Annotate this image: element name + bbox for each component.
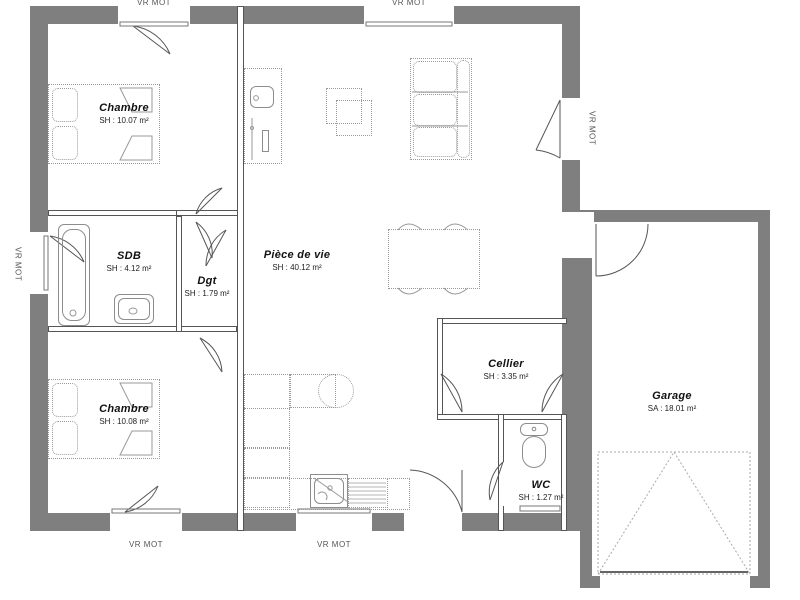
partition-sdb-chambre2 <box>48 326 237 332</box>
garage-wall-right <box>758 210 770 588</box>
room-label-cellier: Cellier SH : 3.35 m² <box>484 358 529 382</box>
garage-pedestrian-door-gap <box>578 212 594 258</box>
door-leaf-dgt-chambre2 <box>199 337 223 373</box>
room-name: WC <box>531 479 551 491</box>
partition-dgt-top <box>176 210 238 216</box>
room-name: Pièce de vie <box>263 249 331 261</box>
toilet-cistern <box>520 423 548 436</box>
sofa <box>410 58 472 160</box>
room-label-dgt: Dgt SH : 1.79 m² <box>185 275 230 299</box>
sofa-armrest <box>457 60 470 158</box>
room-name: Cellier <box>488 358 524 370</box>
sofa-seat-1 <box>413 61 457 93</box>
wc-door-gap <box>500 462 506 506</box>
room-name: Garage <box>652 390 692 402</box>
room-area: SH : 4.12 m² <box>106 264 152 273</box>
washbasin <box>114 294 154 324</box>
door-gap-right-cellier <box>560 212 582 258</box>
bed-chambre2-pillow-top <box>52 383 78 417</box>
bathtub-inner <box>62 229 86 321</box>
door-swing-living-right-a <box>535 99 561 151</box>
exterior-wall-top <box>30 6 580 24</box>
garage-door-gap-bottom <box>600 574 750 590</box>
door-leaf-cellier-left <box>440 373 463 413</box>
partition-wc-right <box>561 414 567 531</box>
room-name: Dgt <box>197 275 217 287</box>
door-leaf-chambre2 <box>124 485 159 513</box>
garage-door-panel <box>597 451 751 575</box>
washbasin-inner <box>118 298 150 320</box>
window-sash-wc <box>519 505 561 512</box>
room-area: SH : 3.35 m² <box>483 372 529 381</box>
kitchen-counter-round-end <box>318 374 354 408</box>
garage-wall-top <box>580 210 770 222</box>
bed-chambre2 <box>48 379 160 459</box>
room-area: SH : 1.27 m² <box>518 493 564 502</box>
partition-spine-vertical <box>237 6 244 531</box>
cooktop <box>348 478 388 508</box>
bathtub-outer <box>58 224 90 326</box>
sofa-seat-3 <box>413 127 457 157</box>
partition-cellier-left <box>437 318 443 420</box>
room-label-garage: Garage SA : 18.01 m² <box>648 390 696 414</box>
door-gap-right-living <box>560 98 582 160</box>
partition-cellier-top <box>437 318 567 324</box>
partition-sdb-dgt <box>176 216 182 332</box>
door-leaf-dgt-piece <box>205 229 227 267</box>
door-swing-chambre2 <box>124 485 159 513</box>
window-gap-bottom-mid <box>296 511 372 533</box>
tall-unit-slot <box>262 130 269 152</box>
dining-table <box>388 229 480 289</box>
door-swing-dgt-piece <box>205 229 227 267</box>
window-gap-left <box>28 232 50 294</box>
sofa-seat-2 <box>413 94 457 126</box>
vr-mot-tag-bottom-left: VR MOT <box>110 534 182 554</box>
door-leaf-cellier-right <box>541 373 564 413</box>
window-gap-bottom-left <box>110 511 182 533</box>
room-area: SH : 40.12 m² <box>272 263 322 272</box>
door-swing-living-right-b <box>535 149 561 159</box>
bed-chambre1 <box>48 84 160 164</box>
refrigerator <box>250 86 274 108</box>
door-swing-cellier-right <box>541 373 564 413</box>
bed-chambre1-pillow-top <box>52 88 78 122</box>
door-leaf-chambre1 <box>132 25 171 55</box>
door-swing-garage-ped <box>595 223 649 277</box>
kitchen-sink <box>310 474 348 508</box>
room-label-sdb: SDB SH : 4.12 m² <box>107 250 152 274</box>
kitchen-counter-shelf-1 <box>244 408 290 448</box>
coffee-table-back <box>326 88 362 124</box>
vr-mot-tag-right: VR MOT <box>582 100 602 156</box>
room-label-wc: WC SH : 1.27 m² <box>519 479 564 503</box>
kitchen-counter-shelf-2 <box>244 448 290 478</box>
room-area: SH : 1.79 m² <box>184 289 230 298</box>
vr-mot-tag-top-right: VR MOT <box>364 0 454 12</box>
door-swing-sdb <box>195 221 213 259</box>
vr-mot-tag-bottom-mid: VR MOT <box>294 534 374 554</box>
garage-door-symbol <box>597 451 751 575</box>
tall-unit-column <box>244 68 282 164</box>
bed-chambre2-pillow-bottom <box>52 421 78 455</box>
garage-wall-left <box>580 210 592 588</box>
door-leaf-sdb <box>195 221 213 259</box>
kitchen-sink-bowl <box>314 478 344 504</box>
vr-mot-tag-left: VR MOT <box>8 236 28 292</box>
door-swing-dgt-chambre2 <box>199 337 223 373</box>
door-gap-bottom-living <box>404 511 462 533</box>
toilet-bowl <box>522 436 546 468</box>
bed-chambre1-pillow-bottom <box>52 126 78 160</box>
room-area: SA : 18.01 m² <box>647 404 697 413</box>
door-swing-chambre1 <box>132 25 171 55</box>
vr-mot-tag-top-left: VR MOT <box>118 0 190 12</box>
coffee-table-front <box>336 100 372 136</box>
room-name: SDB <box>116 250 142 262</box>
door-swing-living-bottom <box>409 469 463 513</box>
door-swing-cellier-left <box>440 373 463 413</box>
room-label-piece-de-vie: Pièce de vie SH : 40.12 m² <box>264 249 331 273</box>
